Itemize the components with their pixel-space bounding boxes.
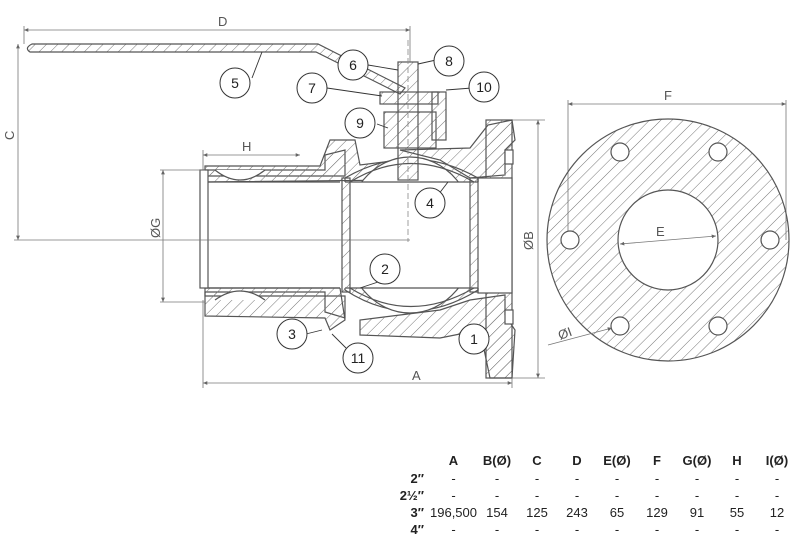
table-cell: 12 [769, 505, 785, 520]
callout-11-label: 11 [351, 350, 366, 366]
dimension-labels: D C H ØG A ØB F E ØI [2, 14, 672, 383]
callout-7: 7 [296, 72, 328, 104]
callout-6-label: 6 [349, 57, 357, 73]
table-row: 3″ 196,500 154 125 243 65 129 91 55 12 [388, 504, 797, 521]
row-size-label: 2½″ [399, 488, 424, 503]
dim-label-F: F [664, 88, 672, 103]
table-cell: 55 [729, 505, 745, 520]
table-cell: - [614, 522, 620, 537]
dimension-lines [14, 26, 787, 388]
table-cell: - [451, 488, 456, 503]
callout-3-label: 3 [288, 326, 296, 342]
callout-1-label: 1 [470, 331, 478, 347]
table-cell: - [734, 488, 740, 503]
column-header-B: B(Ø) [482, 452, 512, 468]
table-header-row: A B(Ø) C D E(Ø) F G(Ø) H I(Ø) [388, 450, 797, 470]
table-corner [388, 450, 430, 470]
table-cell: 154 [486, 505, 508, 520]
column-header-I: I(Ø) [765, 452, 789, 468]
column-header-G: G(Ø) [682, 452, 712, 468]
callout-3: 3 [276, 318, 308, 350]
table-cell: 196,500 [430, 505, 477, 520]
dim-label-H: H [242, 139, 251, 154]
dim-label-E: E [656, 224, 665, 239]
callout-7-label: 7 [308, 80, 316, 96]
table-cell: - [694, 488, 700, 503]
table-cell: - [694, 522, 700, 537]
table-row: 4″ - - - - - - - - - [388, 521, 797, 538]
column-header-C: C [532, 452, 542, 468]
callout-9: 9 [344, 107, 376, 139]
column-header-A: A [448, 452, 459, 468]
callout-10-label: 10 [476, 79, 492, 95]
table-cell: - [654, 488, 660, 503]
dim-label-C: C [2, 131, 17, 140]
dimensions-table: A B(Ø) C D E(Ø) F G(Ø) H I(Ø) 2″ - - - - - - - -… [388, 450, 797, 538]
callout-9-label: 9 [356, 115, 364, 131]
callout-10: 10 [468, 71, 500, 103]
table-cell: - [494, 471, 500, 486]
table-cell: - [734, 522, 740, 537]
table-cell: - [774, 471, 780, 486]
table-cell: - [614, 471, 620, 486]
dim-label-D: D [218, 14, 227, 29]
table-cell: - [534, 488, 540, 503]
valve-body-section [199, 119, 516, 379]
table-cell: - [534, 522, 540, 537]
dim-label-A: A [412, 368, 421, 383]
callout-4: 4 [414, 187, 446, 219]
flange-end-view [546, 118, 790, 362]
column-header-D: D [572, 452, 582, 468]
table-cell: - [451, 471, 456, 486]
table-cell: - [494, 488, 500, 503]
table-cell: - [574, 471, 580, 486]
table-cell: - [494, 522, 500, 537]
table-cell: - [654, 522, 660, 537]
table-row: 2″ - - - - - - - - - [388, 470, 797, 487]
table-cell: 65 [609, 505, 625, 520]
valve-stem [379, 40, 447, 242]
callout-1: 1 [458, 323, 490, 355]
table-cell: - [734, 471, 740, 486]
callout-5-label: 5 [231, 75, 239, 91]
callout-2: 2 [369, 253, 401, 285]
table-cell: - [654, 471, 660, 486]
callout-11: 11 [342, 342, 374, 374]
table-cell: - [614, 488, 620, 503]
table-cell: - [574, 488, 580, 503]
callout-5: 5 [219, 67, 251, 99]
row-size-label: 3″ [410, 505, 424, 520]
table-cell: - [774, 488, 780, 503]
table-cell: 243 [566, 505, 588, 520]
row-size-label: 4″ [410, 522, 424, 537]
dim-label-G: ØG [148, 218, 163, 238]
table-cell: 125 [526, 505, 548, 520]
callout-2-label: 2 [381, 261, 389, 277]
table-cell: - [694, 471, 700, 486]
callout-4-label: 4 [426, 195, 434, 211]
column-header-F: F [653, 452, 661, 468]
column-header-E: E(Ø) [603, 452, 631, 468]
table-row: 2½″ - - - - - - - - - [388, 487, 797, 504]
table-cell: - [574, 522, 580, 537]
column-header-H: H [732, 452, 742, 468]
dim-label-B: ØB [521, 231, 536, 250]
dim-label-I: ØI [556, 324, 574, 343]
table-cell: 91 [689, 505, 705, 520]
table-cell: - [451, 522, 456, 537]
row-size-label: 2″ [410, 471, 424, 486]
callout-8-label: 8 [445, 53, 453, 69]
callout-8: 8 [433, 45, 465, 77]
table-cell: - [534, 471, 540, 486]
table-cell: 129 [646, 505, 668, 520]
callout-6: 6 [337, 49, 369, 81]
table-cell: - [774, 522, 780, 537]
